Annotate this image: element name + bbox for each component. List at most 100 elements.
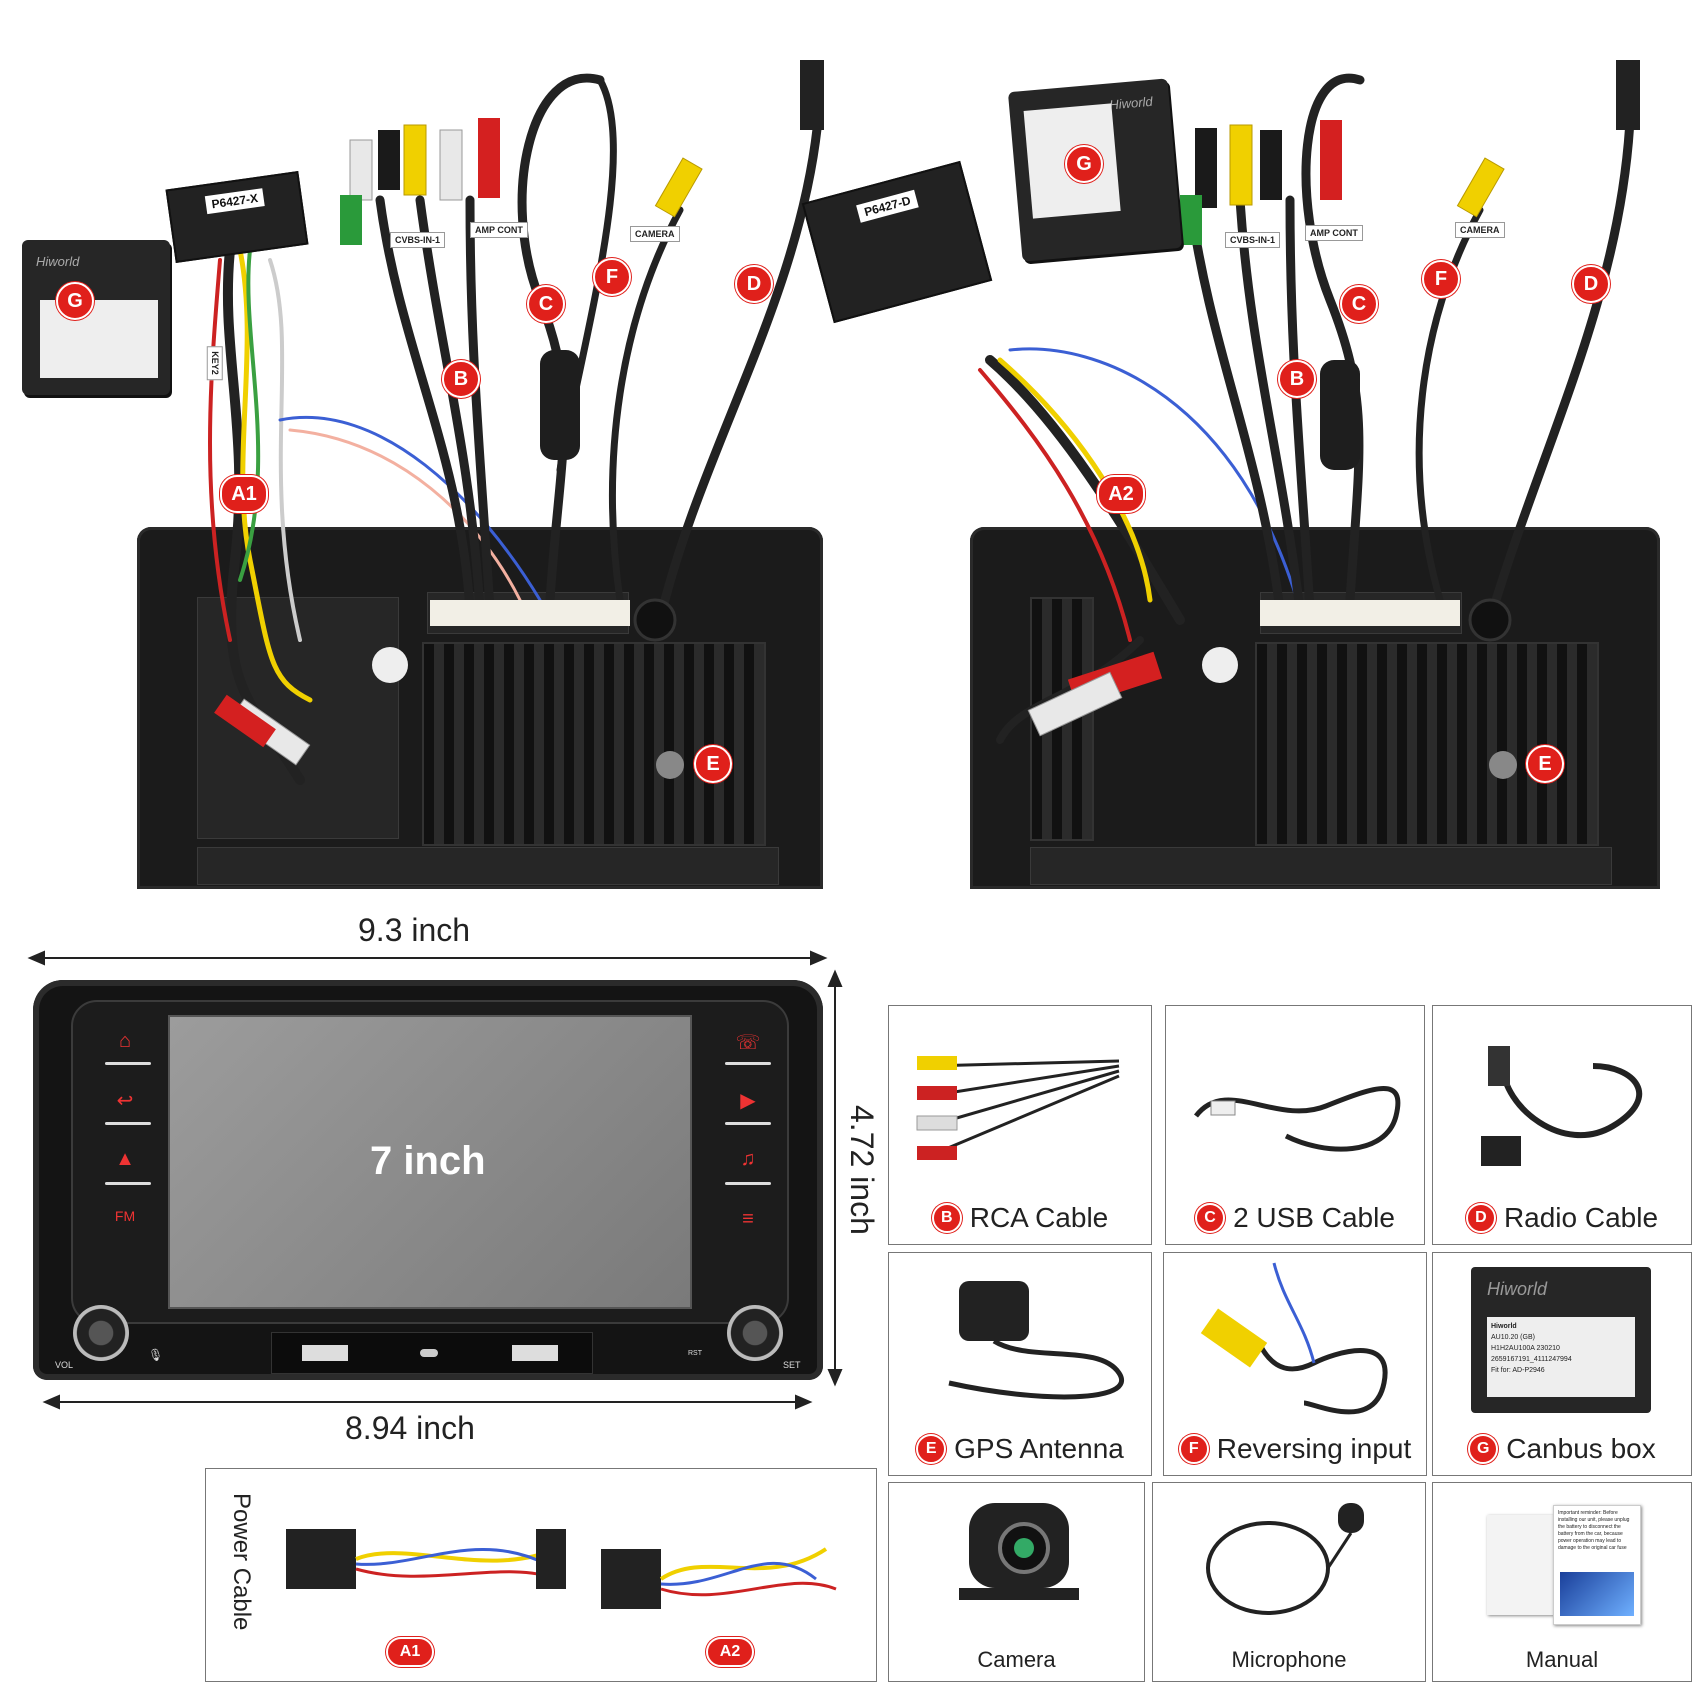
home-icon[interactable]: ⌂ bbox=[118, 1030, 132, 1052]
accessory-canbus-box: Hiworld Hiworld AU10.20 (GB) H1H2AU100A … bbox=[1432, 1252, 1692, 1476]
accessory-camera: Camera bbox=[888, 1482, 1145, 1682]
caption-letter: G bbox=[1468, 1434, 1499, 1464]
caption-letter: B bbox=[931, 1203, 962, 1233]
tag-camera-right: CAMERA bbox=[1455, 222, 1505, 238]
callout-B-left: B bbox=[442, 360, 480, 398]
screen-size-label: 7 inch bbox=[370, 1139, 486, 1183]
callout-D-left: D bbox=[735, 265, 773, 303]
callout-F-right: F bbox=[1422, 260, 1460, 298]
tag-cvbs-right: CVBS-IN-1 bbox=[1225, 232, 1281, 248]
caption-text: GPS Antenna bbox=[954, 1433, 1124, 1464]
phone-icon[interactable]: ☏ bbox=[735, 1032, 761, 1054]
dimension-width-bottom: 8.94 inch bbox=[345, 1410, 475, 1446]
music-icon[interactable]: ♫ bbox=[740, 1148, 756, 1170]
reversing-input-art bbox=[1200, 1262, 1388, 1415]
usb-port-1[interactable] bbox=[302, 1345, 348, 1361]
radio-cable-art bbox=[1481, 1046, 1642, 1166]
volume-knob[interactable] bbox=[73, 1305, 129, 1361]
caption: Manual bbox=[1433, 1647, 1691, 1673]
divider bbox=[725, 1062, 771, 1065]
usb-port-2[interactable] bbox=[512, 1345, 558, 1361]
heatsink bbox=[422, 642, 766, 846]
caption-text: Camera bbox=[977, 1647, 1056, 1672]
caption-letter: E bbox=[916, 1434, 947, 1464]
manual-notice: Important reminder: Before installing ou… bbox=[1553, 1505, 1641, 1625]
rca-cable-art bbox=[916, 1056, 1120, 1160]
caption: F Reversing input bbox=[1164, 1433, 1426, 1465]
accessory-manual: Important reminder: Before installing ou… bbox=[1432, 1482, 1692, 1682]
callout-B-right: B bbox=[1278, 360, 1316, 398]
usb-c-port[interactable] bbox=[420, 1349, 438, 1357]
usb-panel bbox=[271, 1332, 593, 1374]
manual-text: Important reminder: Before installing ou… bbox=[1558, 1510, 1630, 1551]
callout-C-right: C bbox=[1340, 285, 1378, 323]
play-icon[interactable]: ▶ bbox=[740, 1090, 756, 1112]
dimension-height: 4.72 inch bbox=[844, 1105, 880, 1235]
caption: D Radio Cable bbox=[1433, 1202, 1691, 1234]
heatsink bbox=[1255, 642, 1599, 846]
mic-icon: 🎙 bbox=[148, 1348, 164, 1362]
divider bbox=[105, 1122, 151, 1125]
canbus-brand: Hiworld bbox=[36, 254, 80, 269]
callout-C-left: C bbox=[527, 285, 565, 323]
wiring-illustration bbox=[208, 60, 1640, 785]
vol-label: VOL bbox=[55, 1360, 74, 1370]
rst-label: RST bbox=[688, 1350, 702, 1357]
callout-A1: A1 bbox=[220, 475, 268, 513]
screen[interactable]: 7 inch bbox=[168, 1015, 692, 1309]
canbus-box-top-left: Hiworld bbox=[22, 240, 170, 395]
bottom-rail bbox=[197, 847, 779, 885]
callout-E-left: E bbox=[694, 745, 732, 783]
caption: Microphone bbox=[1153, 1647, 1425, 1673]
divider bbox=[105, 1182, 151, 1185]
dimension-width-top: 9.3 inch bbox=[358, 912, 471, 948]
nav-icon[interactable]: ▲ bbox=[115, 1148, 135, 1170]
manual-car-image bbox=[1560, 1572, 1634, 1616]
caption-text: Radio Cable bbox=[1503, 1202, 1659, 1233]
caption-text: Manual bbox=[1525, 1647, 1599, 1672]
power-cable-panel: Power Cable A1 A2 bbox=[205, 1468, 877, 1682]
tag-cvbs-left: CVBS-IN-1 bbox=[390, 232, 446, 248]
sticker-line: Fit for: AD-P2946 bbox=[1491, 1367, 1545, 1374]
usb-cable-art bbox=[1194, 1086, 1401, 1152]
callout-A2: A2 bbox=[1097, 475, 1145, 513]
power-harness-art bbox=[286, 1529, 837, 1609]
tag-amp-right: AMP CONT bbox=[1305, 225, 1363, 241]
back-icon[interactable]: ↩ bbox=[116, 1090, 134, 1112]
microphone-art bbox=[1206, 1503, 1364, 1615]
sticker-line: 2659167191_4111247994 bbox=[1491, 1356, 1572, 1363]
accessory-gps-antenna: E GPS Antenna bbox=[888, 1252, 1152, 1476]
accessory-microphone: Microphone bbox=[1152, 1482, 1426, 1682]
caption: C 2 USB Cable bbox=[1166, 1202, 1424, 1234]
callout-F-left: F bbox=[593, 258, 631, 296]
canbus-brand: Hiworld bbox=[1487, 1279, 1548, 1299]
power-cable-A1: A1 bbox=[386, 1637, 434, 1667]
caption-letter: F bbox=[1178, 1434, 1209, 1464]
sticker-line: AU10.20 (GB) bbox=[1491, 1334, 1535, 1341]
sticker-line: H1H2AU100A 230210 bbox=[1491, 1345, 1560, 1352]
eq-icon[interactable]: ≡ bbox=[742, 1208, 754, 1230]
callout-G-left: G bbox=[56, 282, 94, 320]
head-unit: 7 inch ⌂ ↩ ▲ FM ☏ ▶ ♫ ≡ VOL SET RST 🎙 bbox=[33, 980, 823, 1380]
caption: G Canbus box bbox=[1433, 1433, 1691, 1465]
power-cable-A2: A2 bbox=[706, 1637, 754, 1667]
divider bbox=[105, 1062, 151, 1065]
set-knob[interactable] bbox=[727, 1305, 783, 1361]
callout-E-right: E bbox=[1526, 745, 1564, 783]
caption-text: Canbus box bbox=[1506, 1433, 1656, 1464]
caption-letter: D bbox=[1465, 1203, 1496, 1233]
caption-text: RCA Cable bbox=[969, 1202, 1109, 1233]
camera-art bbox=[959, 1503, 1079, 1600]
callout-D-right: D bbox=[1572, 265, 1610, 303]
fm-button[interactable]: FM bbox=[114, 1208, 136, 1224]
callout-G-right: G bbox=[1065, 145, 1103, 183]
divider bbox=[725, 1182, 771, 1185]
tag-camera-left: CAMERA bbox=[630, 226, 680, 242]
accessory-rca-cable: B RCA Cable bbox=[888, 1005, 1152, 1245]
caption: E GPS Antenna bbox=[889, 1433, 1151, 1465]
canbus-sticker: Hiworld AU10.20 (GB) H1H2AU100A 230210 2… bbox=[1487, 1317, 1635, 1397]
set-label: SET bbox=[783, 1360, 801, 1370]
accessory-radio-cable: D Radio Cable bbox=[1432, 1005, 1692, 1245]
divider bbox=[725, 1122, 771, 1125]
